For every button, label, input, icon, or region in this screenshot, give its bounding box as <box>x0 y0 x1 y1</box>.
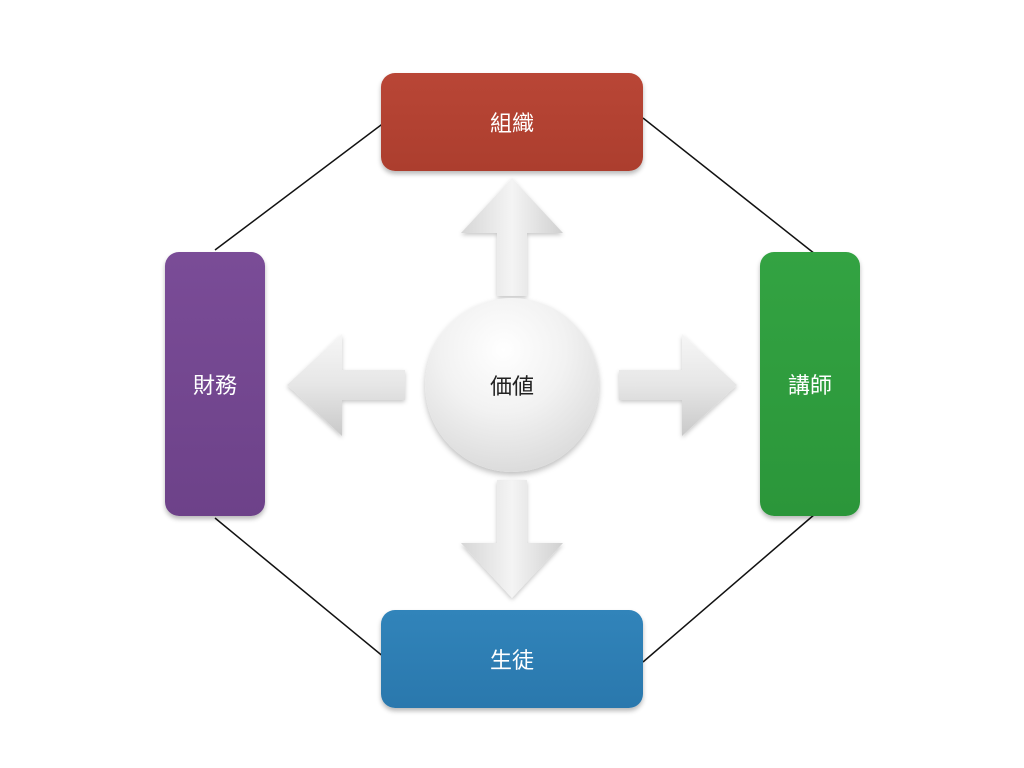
node-instructor-label: 講師 <box>787 374 832 399</box>
node-organization-label: 組織 <box>489 112 534 137</box>
arrow-right <box>619 334 737 436</box>
node-student: 生徒 <box>381 610 643 708</box>
connector-top-right <box>642 117 816 255</box>
connector-bottom-left <box>214 517 386 659</box>
node-finance-label: 財務 <box>192 374 237 399</box>
arrow-down <box>461 480 563 598</box>
node-instructor: 講師 <box>760 252 860 516</box>
arrow-up <box>461 178 563 296</box>
connector-bottom-right <box>642 513 816 663</box>
center-value-label: 価値 <box>489 375 534 400</box>
center-value-circle: 価値 <box>425 298 599 472</box>
node-finance: 財務 <box>165 252 265 516</box>
arrow-left <box>287 334 405 436</box>
connector-top-left <box>214 121 386 251</box>
node-organization: 組織 <box>381 73 643 171</box>
node-student-label: 生徒 <box>489 649 534 674</box>
